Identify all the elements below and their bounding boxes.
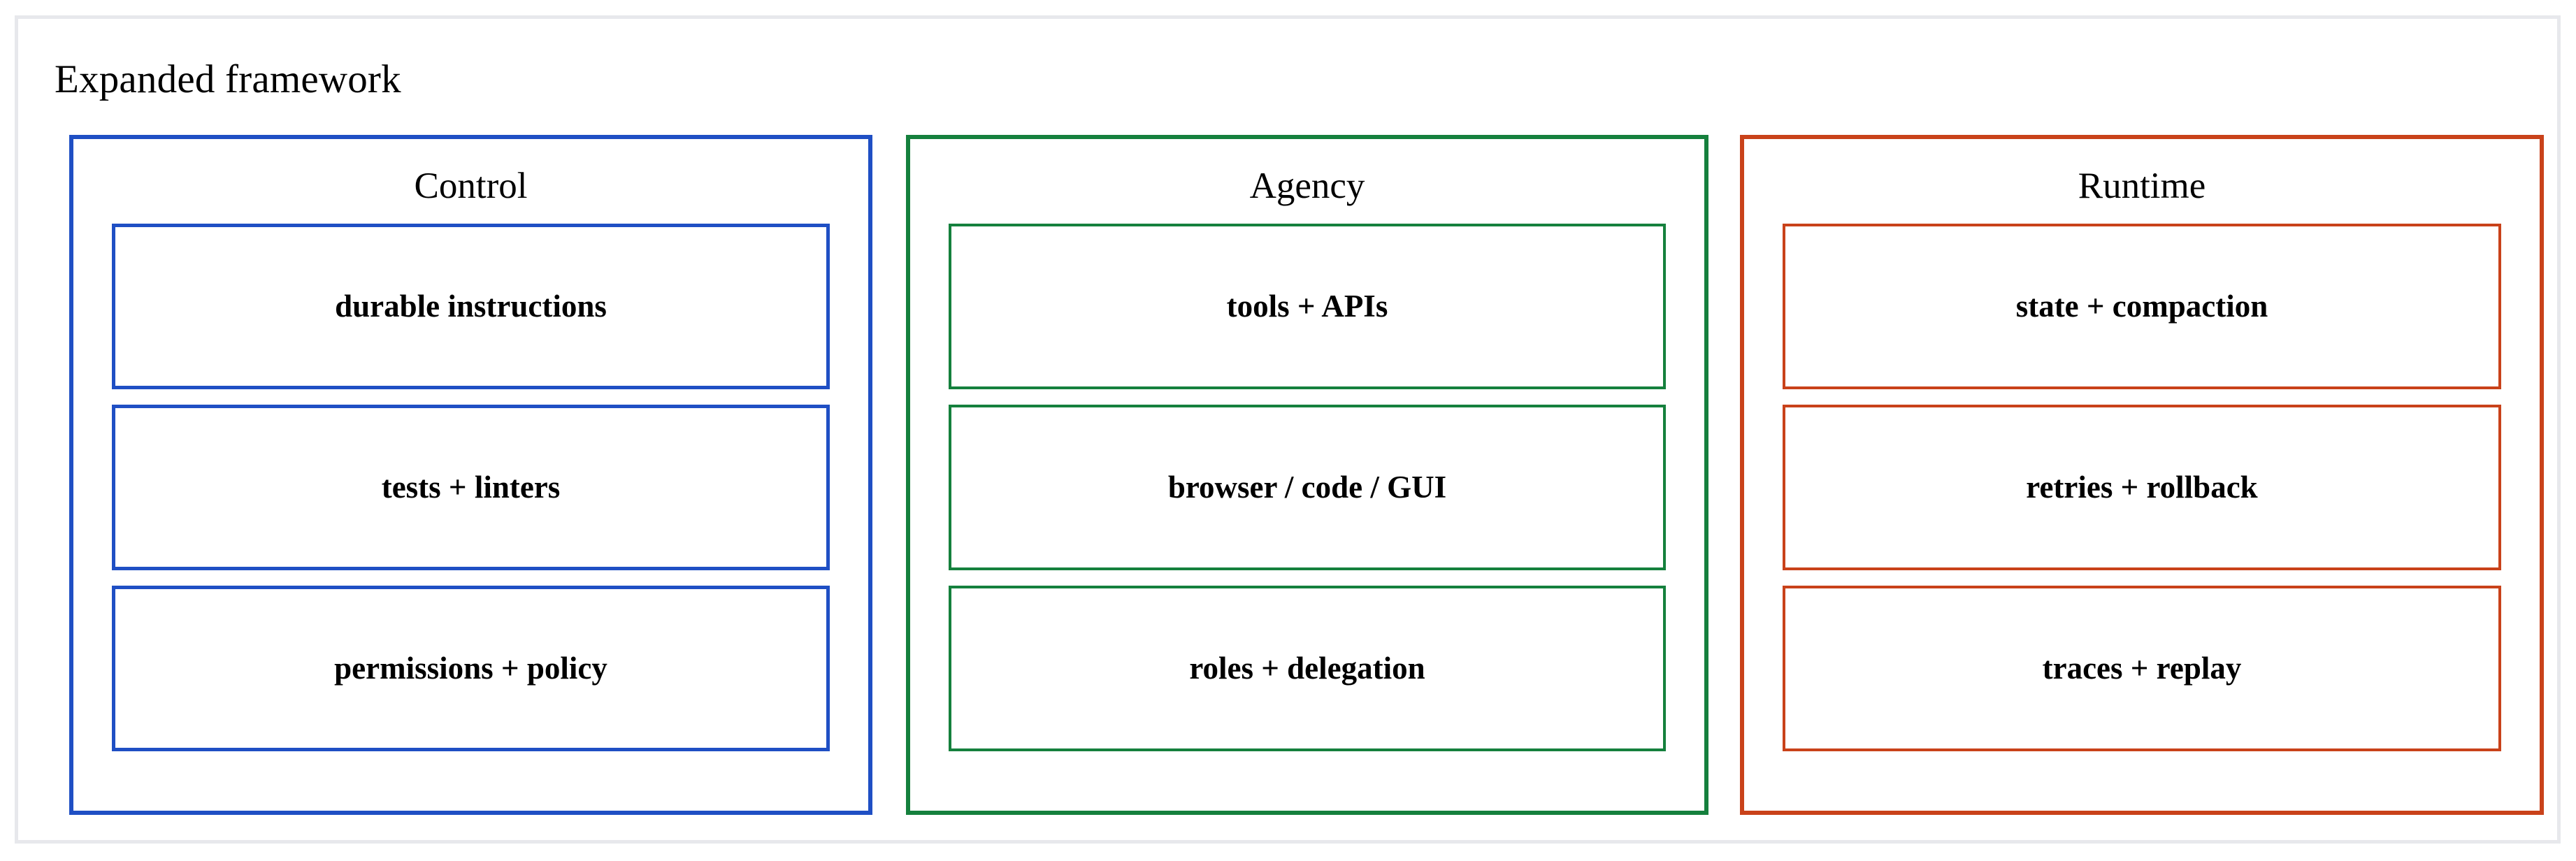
item-box-agency-1: tools + APIs	[949, 224, 1666, 389]
item-label-agency-2: browser / code / GUI	[1167, 469, 1447, 505]
column-header-agency: Agency	[1249, 166, 1365, 206]
column-runtime: Runtime state + compaction retries + rol…	[1740, 135, 2544, 815]
column-header-control: Control	[414, 166, 528, 206]
item-label-runtime-1: state + compaction	[2015, 288, 2268, 324]
item-label-agency-1: tools + APIs	[1226, 288, 1388, 324]
item-label-control-1: durable instructions	[335, 288, 607, 324]
item-box-runtime-2: retries + rollback	[1783, 405, 2501, 570]
page-title: Expanded framework	[55, 57, 401, 101]
item-box-control-1: durable instructions	[112, 224, 830, 389]
item-label-control-2: tests + linters	[381, 469, 561, 505]
item-label-agency-3: roles + delegation	[1189, 650, 1425, 686]
page-frame: Expanded framework Control durable instr…	[15, 15, 2561, 844]
item-stack-control: durable instructions tests + linters per…	[73, 224, 868, 751]
framework-columns: Control durable instructions tests + lin…	[69, 135, 2544, 815]
item-box-control-2: tests + linters	[112, 405, 830, 570]
item-box-agency-2: browser / code / GUI	[949, 405, 1666, 570]
column-header-runtime: Runtime	[2078, 166, 2206, 206]
column-agency: Agency tools + APIs browser / code / GUI…	[906, 135, 1708, 815]
item-label-runtime-3: traces + replay	[2042, 650, 2242, 686]
item-stack-runtime: state + compaction retries + rollback tr…	[1744, 224, 2540, 751]
item-stack-agency: tools + APIs browser / code / GUI roles …	[910, 224, 1704, 751]
item-box-agency-3: roles + delegation	[949, 586, 1666, 751]
item-label-control-3: permissions + policy	[334, 650, 607, 686]
item-label-runtime-2: retries + rollback	[2026, 469, 2258, 505]
item-box-runtime-3: traces + replay	[1783, 586, 2501, 751]
column-control: Control durable instructions tests + lin…	[69, 135, 872, 815]
item-box-runtime-1: state + compaction	[1783, 224, 2501, 389]
item-box-control-3: permissions + policy	[112, 586, 830, 751]
